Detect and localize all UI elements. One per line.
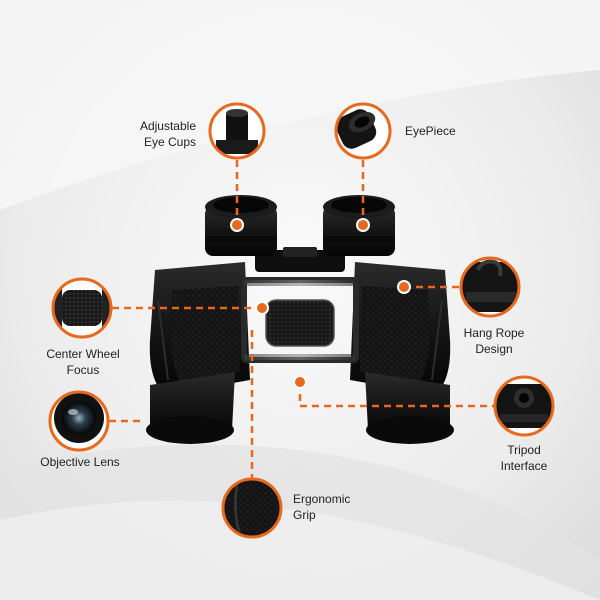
focus-wheel-closeup-icon [51, 277, 113, 339]
label-eye-cups: Adjustable Eye Cups [112, 118, 196, 150]
label-objective-lens: Objective Lens [30, 454, 130, 470]
label-line: Grip [293, 508, 316, 522]
background-swoosh [0, 0, 600, 210]
right-eyepiece [323, 195, 395, 256]
right-barrel [350, 262, 451, 395]
marker-dots [230, 218, 411, 389]
focus-wheel [265, 299, 335, 347]
label-line: Ergonomic [293, 492, 351, 506]
hinge-bar [255, 250, 345, 272]
objective-lens-closeup-icon [48, 390, 110, 452]
marker-dot-hang-rope [397, 280, 411, 294]
bridge-top [283, 247, 317, 257]
label-line: Objective Lens [40, 455, 120, 469]
left-objective [146, 372, 235, 444]
tripod-mount-closeup-icon [493, 375, 555, 437]
marker-dot-eye-cups [230, 218, 244, 232]
label-hang-rope: Hang Rope Design [448, 325, 540, 357]
label-tripod: Tripod Interface [482, 442, 566, 474]
label-line: Center Wheel [46, 347, 120, 361]
label-line: EyePiece [405, 124, 456, 138]
marker-dot-tripod [293, 375, 307, 389]
background-swoosh [0, 500, 600, 600]
connector-lines [109, 160, 494, 478]
label-center-wheel: Center Wheel Focus [36, 346, 130, 378]
right-objective [365, 372, 454, 444]
grip-texture-closeup-icon [221, 477, 283, 539]
label-line: Design [475, 342, 513, 356]
label-line: Adjustable [139, 119, 196, 133]
rope-loop-closeup-icon [459, 256, 521, 318]
label-line: Interface [500, 459, 548, 473]
label-grip: Ergonomic Grip [293, 491, 383, 523]
marker-dot-center-wheel [255, 301, 269, 315]
left-eyepiece [205, 195, 277, 256]
eye-cup-closeup-icon [208, 102, 266, 160]
marker-dot-eyepiece [356, 218, 370, 232]
label-eyepiece: EyePiece [405, 123, 495, 139]
label-line: Tripod [507, 443, 541, 457]
label-line: Hang Rope [463, 326, 525, 340]
binoculars [146, 195, 454, 444]
left-barrel [149, 262, 250, 395]
connector-tripod [298, 382, 494, 408]
eyepiece-closeup-icon [334, 102, 392, 160]
label-line: Focus [66, 363, 100, 377]
label-line: Eye Cups [143, 135, 196, 149]
